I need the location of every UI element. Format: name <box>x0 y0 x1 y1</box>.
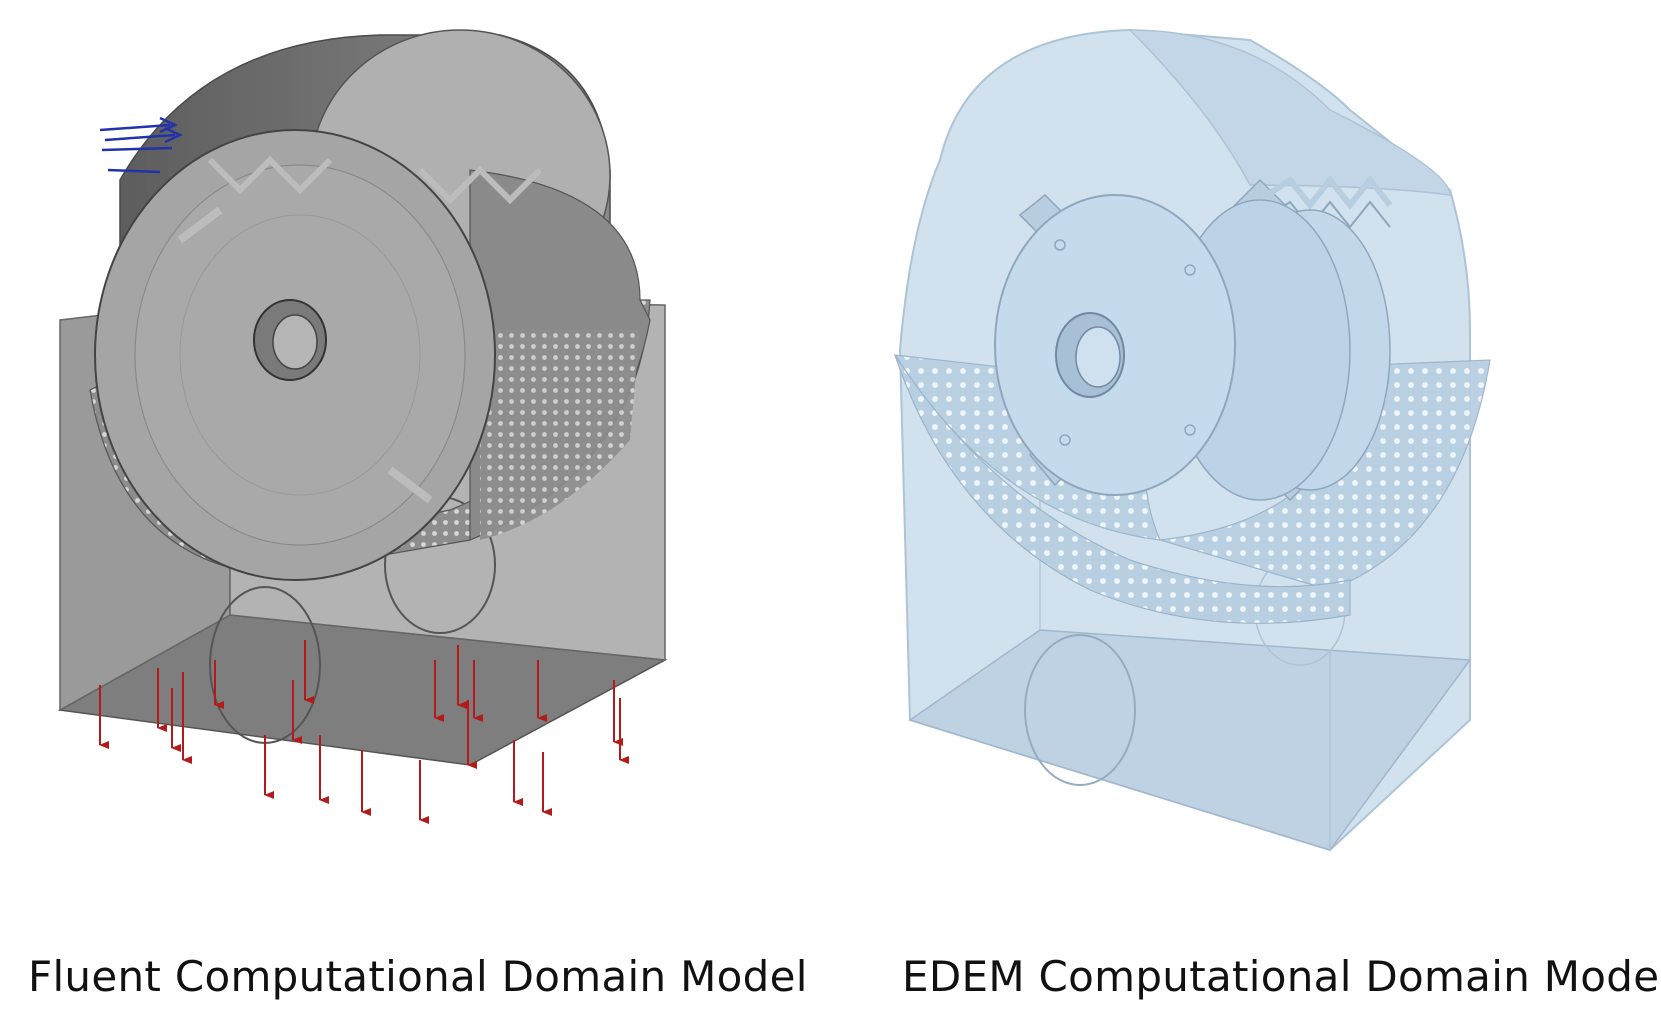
edem-caption: EDEM Computational Domain Model <box>902 952 1661 1001</box>
edem-model-drawing <box>893 28 1491 852</box>
outlet-arrows <box>99 640 629 824</box>
fluent-model-panel: Fluent Computational Domain Model <box>0 0 830 1026</box>
rotor-disk <box>94 129 543 581</box>
inlet-arrows <box>99 116 183 174</box>
edem-model-panel: EDEM Computational Domain Model <box>830 0 1661 1026</box>
rotor-disk <box>994 194 1391 501</box>
fluent-model-drawing <box>57 29 668 824</box>
fluent-caption: Fluent Computational Domain Model <box>28 952 808 1001</box>
